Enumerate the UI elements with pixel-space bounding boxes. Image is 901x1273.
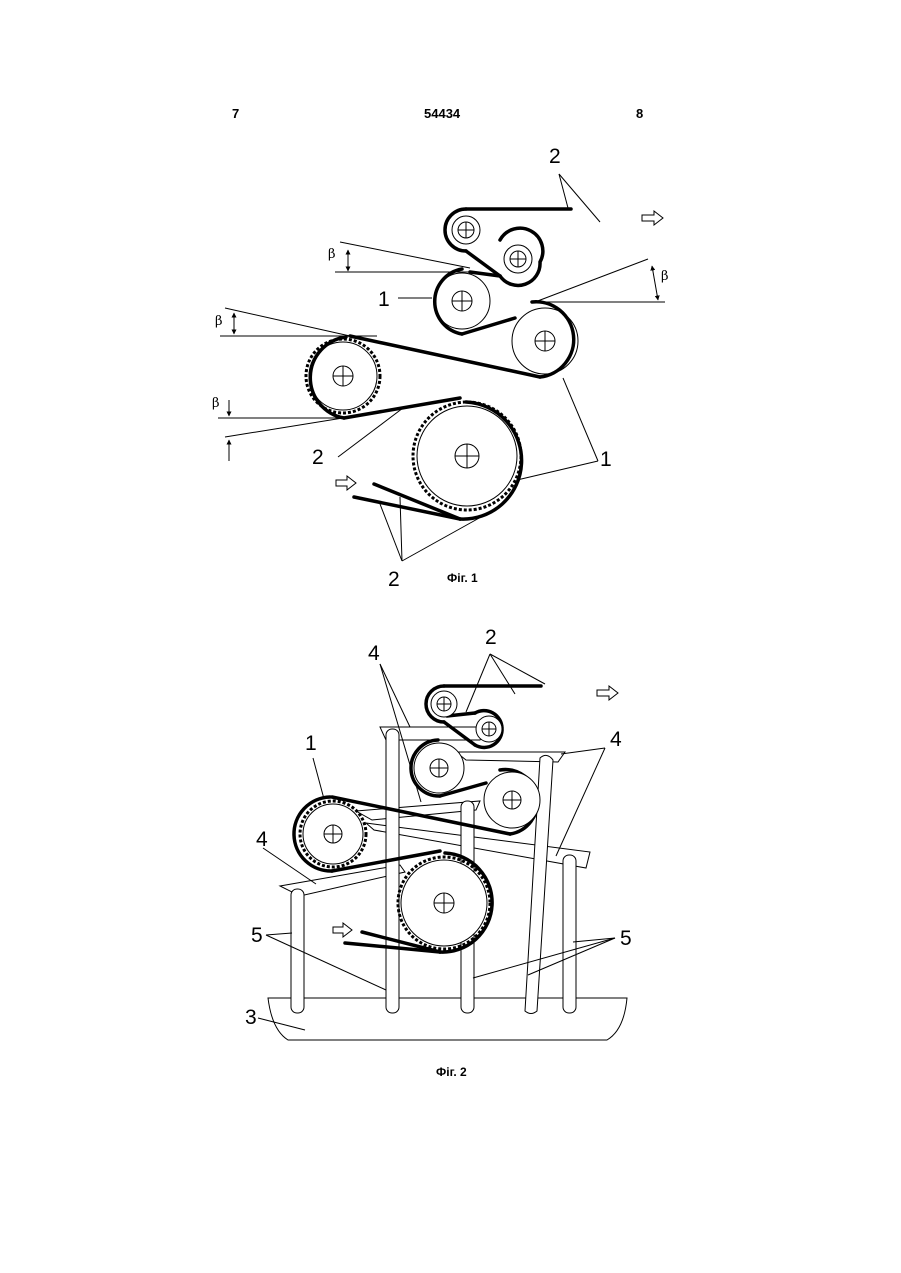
label-bracket: 4 [368,642,380,665]
input-direction-arrow-icon [333,923,352,937]
label-bracket: 4 [256,828,268,851]
label-roller: 1 [378,288,390,311]
output-direction-arrow-icon [597,686,618,700]
roller-center-icon [333,222,555,468]
label-base: 3 [245,1006,257,1029]
label-post: 5 [251,924,263,947]
label-band: 2 [485,626,497,649]
label-band: 2 [549,145,561,168]
angle-construction [218,242,665,461]
band-path [310,209,573,519]
figure-1 [218,174,665,561]
label-band: 2 [388,568,400,591]
figure-2-caption: Фіг. 2 [436,1065,467,1079]
roller [309,216,578,506]
figure-1-caption: Фіг. 1 [447,571,478,585]
label-angle: β [215,314,223,329]
label-roller: 1 [600,448,612,471]
label-angle: β [212,396,220,411]
output-direction-arrow-icon [642,211,663,225]
figure-1-labels: 2 1 1 2 2 β β β β Фіг. 1 [212,145,669,591]
label-angle: β [328,247,336,262]
figure-2 [258,654,627,1040]
label-roller: 1 [305,732,317,755]
label-angle: β [661,269,669,284]
label-post: 5 [620,927,632,950]
label-band: 2 [312,446,324,469]
input-direction-arrow-icon [336,476,356,490]
label-bracket: 4 [610,728,622,751]
